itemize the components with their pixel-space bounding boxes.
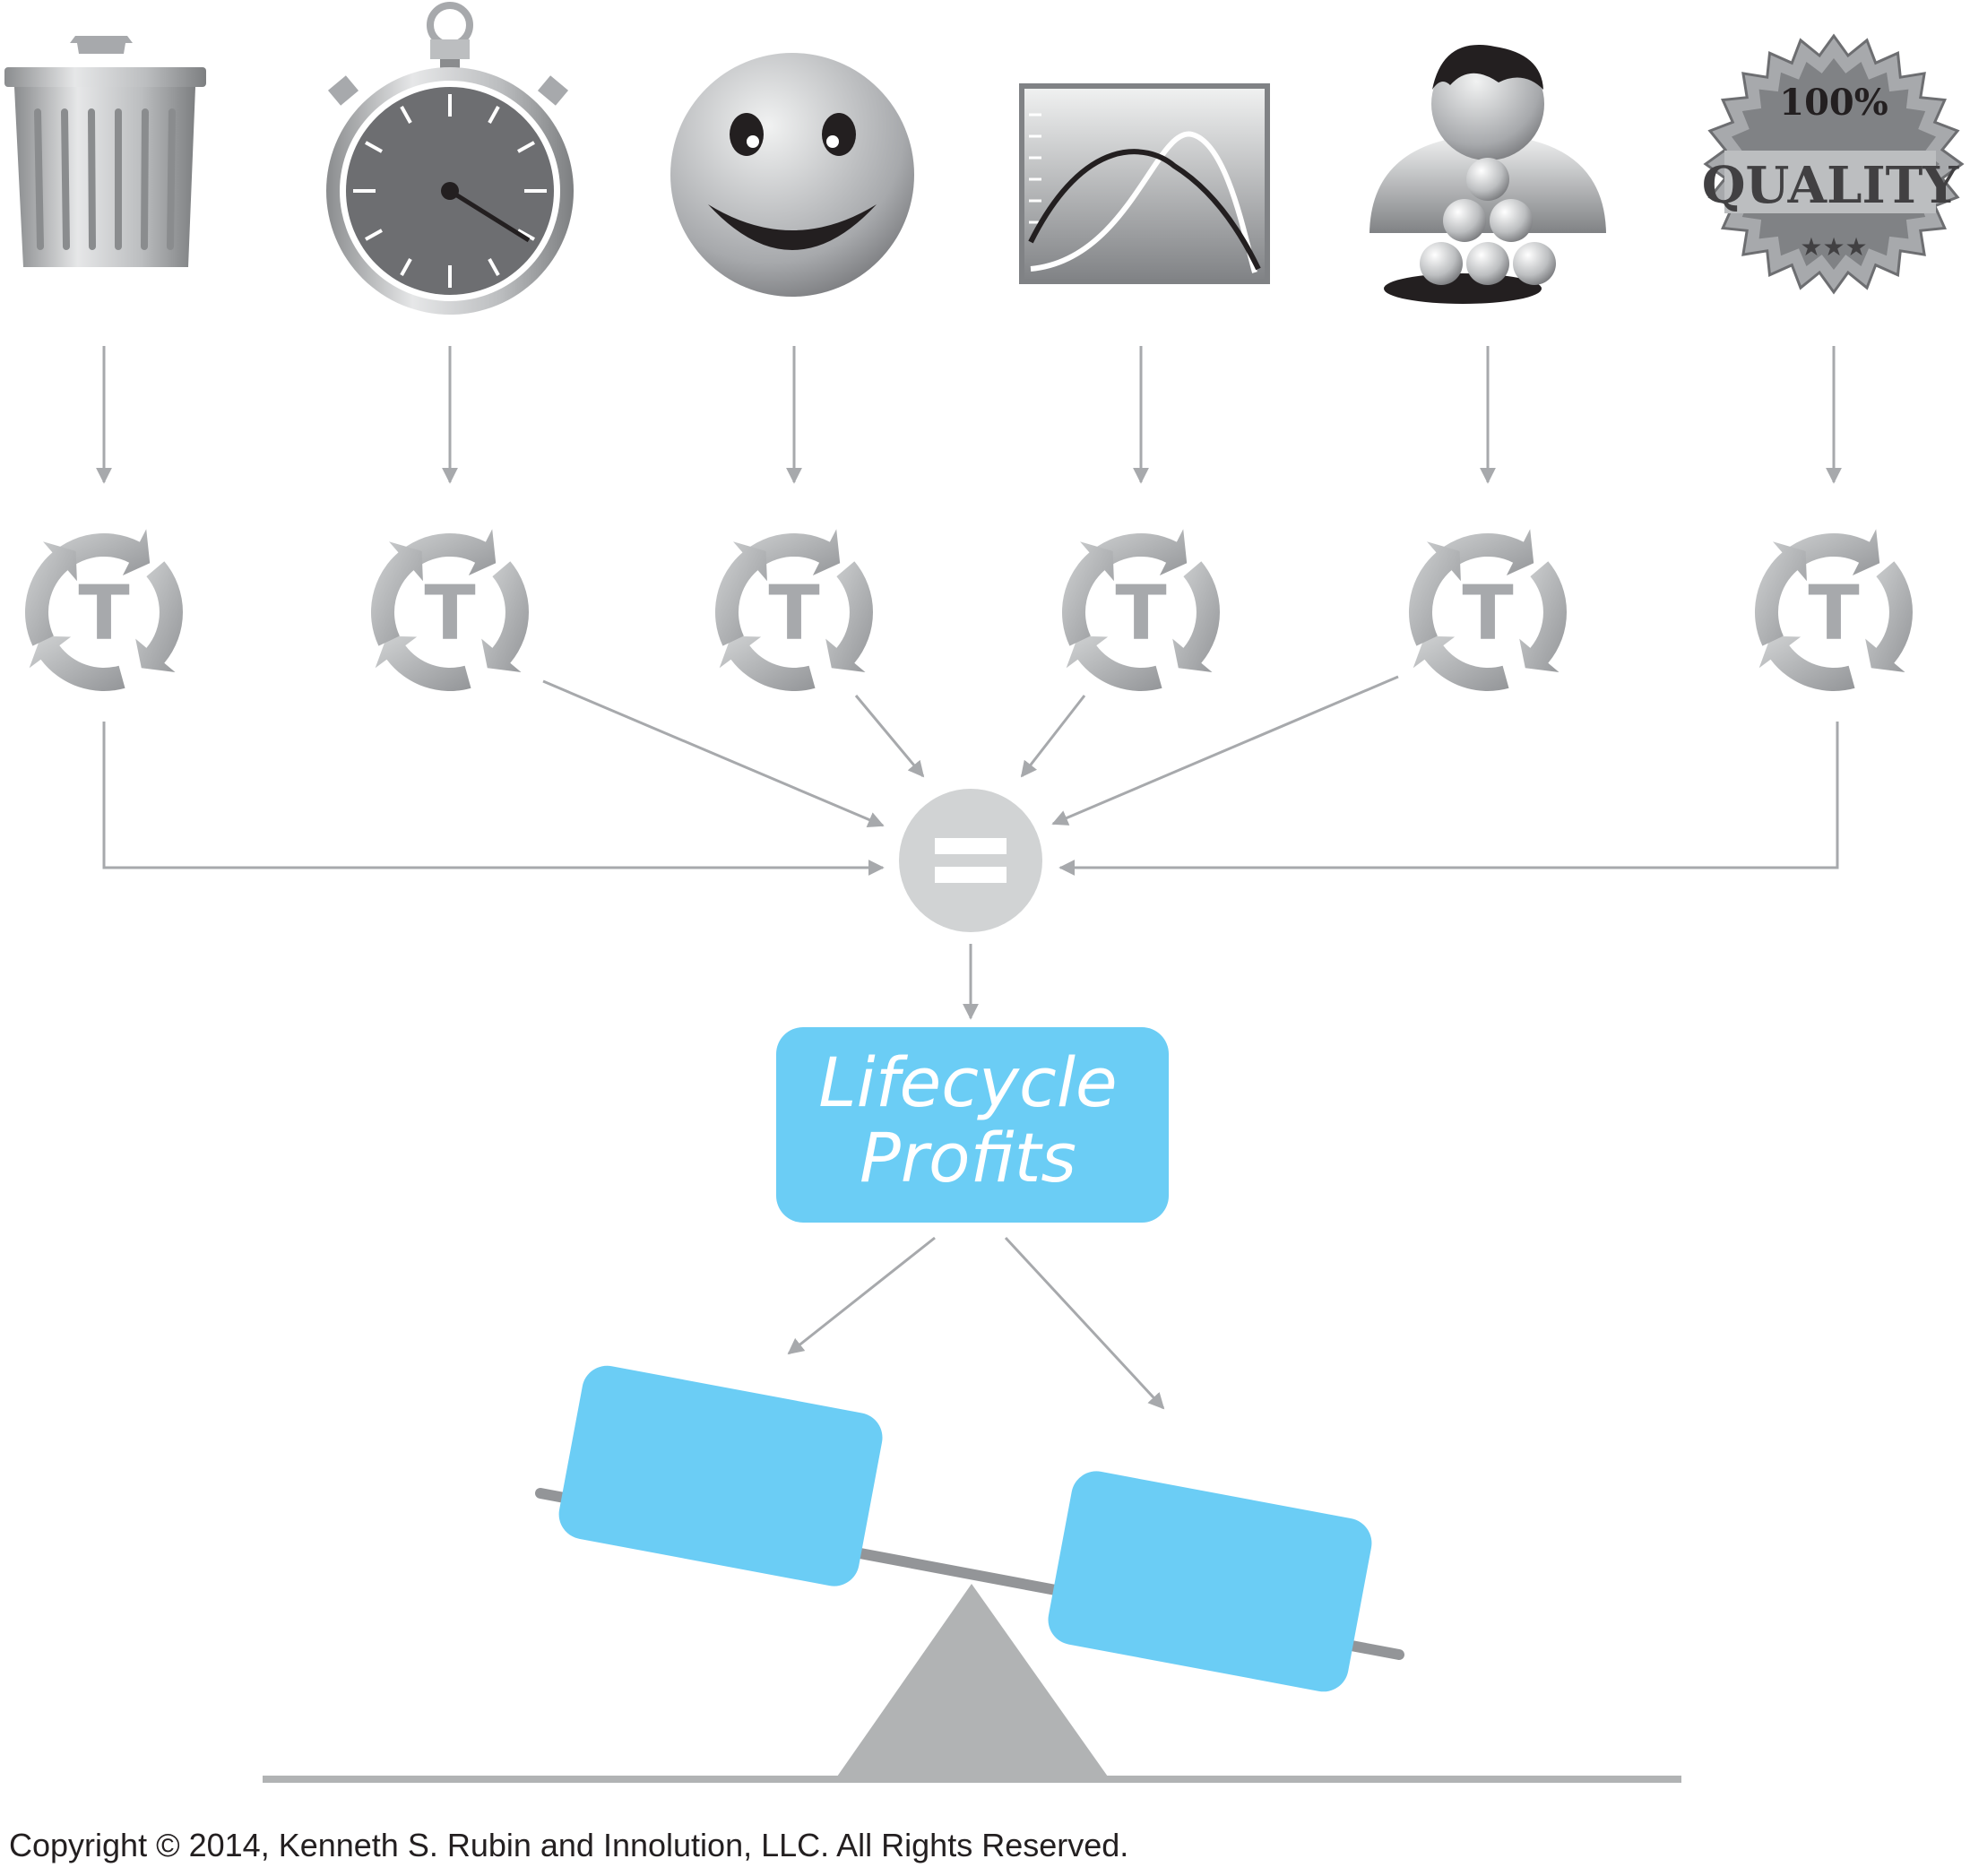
tradeoff-letter: T — [424, 569, 475, 657]
flow-arrow — [1004, 1236, 1165, 1410]
tradeoff-cycle-arc — [1066, 635, 1162, 692]
tradeoff-letter: T — [1462, 569, 1513, 657]
tradeoff-cycle-arc — [29, 635, 125, 692]
smiley-face-icon — [670, 53, 914, 297]
flow-arrow — [102, 722, 885, 876]
tradeoff-cycle-arc — [719, 635, 816, 692]
tradeoff-cycle-arc — [1172, 561, 1221, 672]
flow-arrow — [787, 1236, 936, 1355]
tradeoff-letter: T — [1115, 569, 1166, 657]
fulcrum — [837, 1584, 1108, 1777]
tradeoff-cycle-arc — [481, 561, 530, 672]
right-weight-block — [1048, 1471, 1372, 1692]
equals-node — [899, 789, 1042, 932]
seal-stars: ★★★ — [1800, 232, 1867, 262]
tradeoff-cycle-arc — [1413, 635, 1509, 692]
copyright-notice: Copyright © 2014, Kenneth S. Rubin and I… — [9, 1827, 1129, 1863]
tradeoff-cycle-arc — [135, 561, 184, 672]
stopwatch-icon — [326, 2, 574, 315]
tradeoff-cycle-icon: T — [1061, 529, 1221, 692]
tradeoff-cycle-arc — [1865, 561, 1914, 672]
tradeoff-cycle-icon: T — [370, 529, 530, 692]
tradeoff-letter: T — [768, 569, 819, 657]
tradeoff-cycle-arc — [1519, 561, 1568, 672]
tradeoff-cycle-arc — [1061, 541, 1114, 646]
tradeoff-cycle-arc — [1754, 541, 1807, 646]
tradeoff-cycle-arc — [370, 541, 423, 646]
quality-seal-icon: 100% QUALITY ★★★ — [1702, 33, 1965, 295]
flow-arrow — [1051, 675, 1399, 826]
profits-label: Profits — [860, 1118, 1076, 1197]
lifecycle-profits-box: Lifecycle Profits — [776, 1027, 1169, 1223]
flow-arrow — [854, 695, 925, 778]
flow-arrow — [1058, 722, 1839, 876]
tradeoff-cycle-arc — [375, 635, 471, 692]
tradeoff-cycle-icon: T — [1408, 529, 1568, 692]
tradeoff-letter: T — [78, 569, 129, 657]
tradeoff-cycle-arc — [825, 561, 874, 672]
trash-can-icon — [4, 36, 206, 267]
seal-top-text: 100% — [1779, 82, 1888, 124]
curve-chart-icon — [1019, 83, 1270, 284]
tradeoff-cycle-arc — [1408, 541, 1461, 646]
lifecycle-label: Lifecycle — [818, 1042, 1117, 1122]
seal-main-text: QUALITY — [1702, 156, 1960, 215]
tradeoff-cycle-arc — [24, 541, 77, 646]
flow-arrow — [1020, 695, 1086, 778]
flow-arrows — [96, 346, 1842, 1410]
flow-arrow — [542, 679, 885, 827]
balance-scale — [263, 1365, 1681, 1783]
left-weight-block — [558, 1365, 883, 1586]
person-with-balls-icon — [1369, 45, 1606, 304]
tradeoff-letter: T — [1808, 569, 1859, 657]
tradeoff-cycle-icon: T — [1754, 529, 1914, 692]
tradeoff-cycle-arc — [1758, 635, 1855, 692]
tradeoff-cycle-icon: T — [24, 529, 184, 692]
tradeoff-cycle-icon: T — [714, 529, 874, 692]
tradeoff-cycle-arc — [714, 541, 767, 646]
